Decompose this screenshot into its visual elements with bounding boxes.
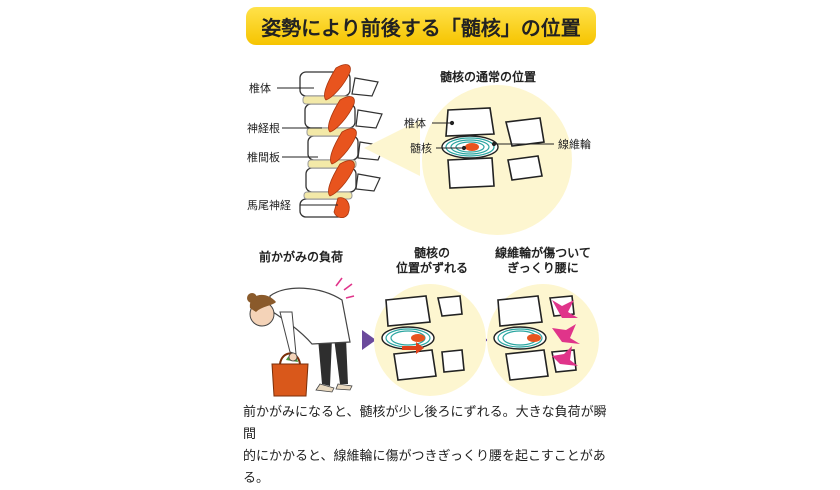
spine-label-vertebral-body: 椎体 xyxy=(249,82,271,95)
spine-illustration xyxy=(277,64,420,218)
spine-label-nerve-root: 神経根 xyxy=(247,122,280,135)
injured-annulus-bubble xyxy=(487,284,599,396)
panel-caption-bending-load: 前かがみの負荷 xyxy=(259,250,344,264)
upper-posterior-element xyxy=(505,117,545,147)
nerve-root-4 xyxy=(328,160,355,197)
arrow-1 xyxy=(362,330,376,350)
illustration-canvas xyxy=(247,64,599,397)
panel-caption-nucleus-shift: 髄核の 位置がずれる xyxy=(395,246,468,275)
nerve-root-1 xyxy=(324,64,351,101)
lower-vertebral-body xyxy=(447,157,495,189)
title-banner: 姿勢により前後する「髄核」の位置 xyxy=(246,7,596,45)
label-annulus: 線維輪 xyxy=(558,138,591,151)
normal-view-title: 髄核の通常の位置 xyxy=(440,70,537,84)
panel-caption-injury: 線維輪が傷ついて ぎっくり腰に xyxy=(495,246,591,275)
disc-4 xyxy=(303,191,353,200)
pain-burst-icon xyxy=(552,300,580,366)
shift-arrow xyxy=(402,342,424,354)
nucleus-pulposus xyxy=(465,143,479,151)
spine-label-disc: 椎間板 xyxy=(247,151,280,164)
label-nucleus: 髄核 xyxy=(410,142,432,155)
upper-vertebral-body xyxy=(445,107,495,137)
bending-person-illustration xyxy=(247,277,355,397)
spine-label-cauda-equina: 馬尾神経 xyxy=(247,199,291,212)
lower-posterior-element xyxy=(507,155,543,181)
description-text: 前かがみになると、髄核が少し後ろにずれる。大きな負荷が瞬間 的にかかると、線維輪… xyxy=(243,405,607,486)
normal-nucleus-bubble xyxy=(422,85,572,235)
nerve-root-2 xyxy=(328,96,355,133)
cauda-equina xyxy=(333,197,350,218)
nerve-root-3 xyxy=(330,128,357,165)
label-vertebral-body: 椎体 xyxy=(404,117,426,130)
page-title: 姿勢により前後する「髄核」の位置 xyxy=(261,15,581,40)
shifted-nucleus-bubble xyxy=(374,284,486,396)
